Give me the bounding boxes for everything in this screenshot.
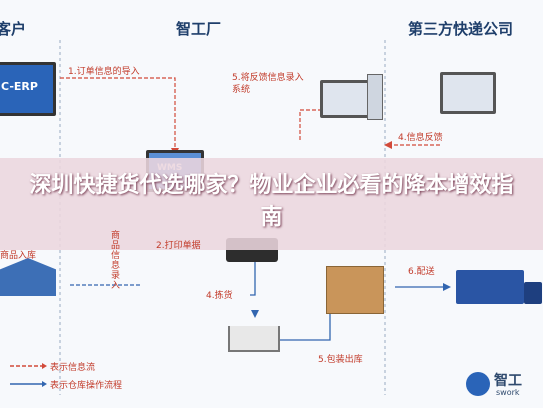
legend-warehouse-flow: 表示仓库操作流程	[50, 381, 123, 391]
erp-label: C-ERP	[1, 80, 38, 93]
logistics-computer-icon	[440, 72, 496, 114]
erp-computer-icon: C-ERP	[0, 62, 56, 116]
factory-column-title: 智工厂	[176, 20, 222, 38]
legend-info-flow: 表示信息流	[50, 363, 96, 373]
step-order-import: 1.订单信息的导入	[68, 67, 140, 77]
step-package-out: 5.包装出库	[318, 355, 363, 365]
feedback-computer-icon	[320, 80, 372, 118]
truck-icon	[456, 270, 524, 304]
logo-subtitle: swork	[496, 388, 520, 397]
logo-name: 智工	[494, 373, 522, 389]
step-feedback-entry: 5.将反馈信息录入系统	[232, 73, 304, 95]
step-inbound: 商品入库	[0, 251, 37, 261]
banner-title: 深圳快捷货代选哪家？物业企业必看的降本增效指南	[29, 173, 514, 230]
customer-column-title: 客户	[0, 20, 27, 38]
step-delivery: 6.配送	[408, 267, 435, 277]
truck-cab	[524, 282, 542, 304]
company-logo-icon	[466, 372, 490, 396]
cart-icon	[228, 326, 280, 352]
step-picking: 4.拣货	[206, 291, 233, 301]
step-info-feedback: 4.信息反馈	[398, 133, 443, 143]
server-icon	[367, 74, 383, 120]
step-product-entry: 商品信息录入	[109, 230, 119, 290]
step-print-documents: 2.打印单据	[156, 241, 201, 251]
package-box-icon	[326, 266, 384, 314]
logistics-column-title: 第三方快递公司	[408, 20, 514, 38]
title-banner	[0, 158, 543, 250]
